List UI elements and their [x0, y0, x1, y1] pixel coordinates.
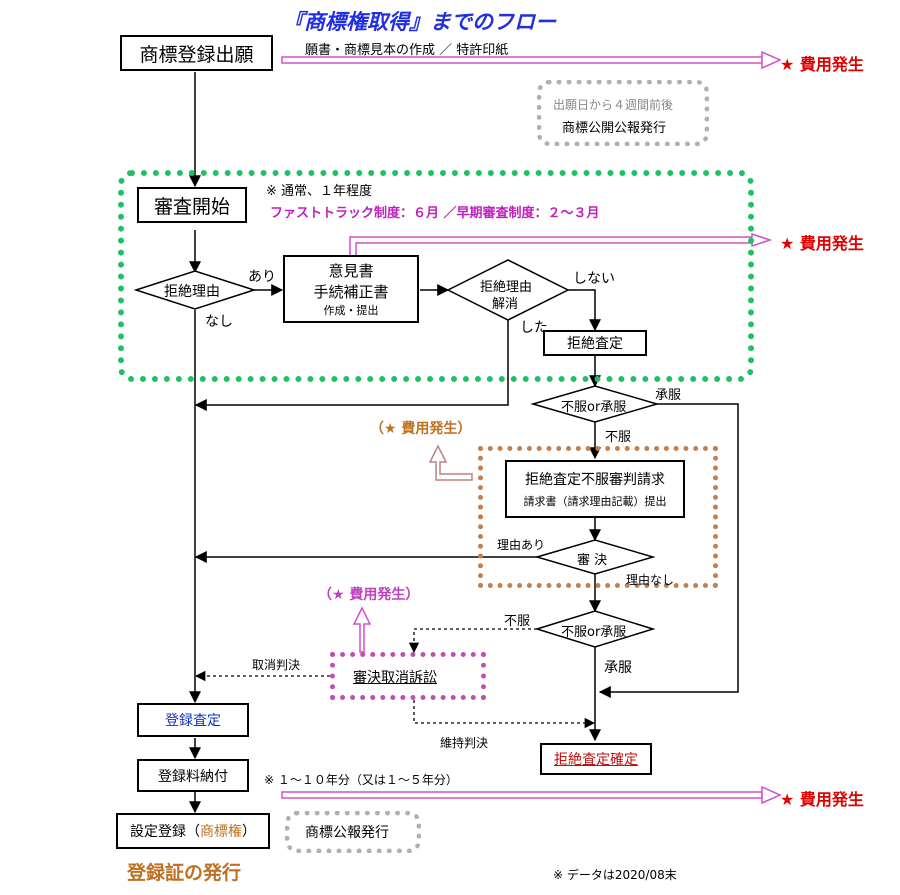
appeal-diamond2-label: 不服or承服 [561, 625, 627, 640]
examination-start-box: 審査開始 [137, 187, 247, 223]
page-title: 『商標権取得』までのフロー [283, 10, 556, 34]
lawsuit-label: 審決取消訴訟 [353, 670, 437, 686]
appeal-diamond1-label: 不服or承服 [561, 400, 627, 415]
application-docs: 願書・商標見本の作成 ／ 特許印紙 [305, 43, 509, 58]
registration-fee-box: 登録料納付 [137, 759, 249, 792]
lawsuit-torikeshi-label: 取消判決 [252, 658, 301, 672]
gazette-frame [285, 811, 421, 853]
appeal-fufuku2-label: 不服 [504, 614, 531, 629]
appeal-riyuu-nashi-label: 理由なし [626, 573, 675, 587]
publication-line2: 商標公開公報発行 [562, 121, 667, 136]
registration-fee-label: 登録料納付 [158, 768, 228, 785]
certificate-label: 登録証の発行 [127, 862, 242, 884]
registration-fee-cost: ★ 費用発生 [780, 790, 864, 809]
opinion-line3: 作成・提出 [323, 304, 379, 317]
registration-fee-note: ※ １～１０年分（又は１～５年分） [264, 773, 458, 787]
cost-arrow-appeal [428, 444, 473, 481]
appeal-riyuu-ari-label: 理由あり [497, 538, 546, 552]
set-registration-right: 商標権 [200, 824, 242, 840]
resolved-shita-label: した [520, 320, 548, 336]
set-registration-box: 設定登録（商標権） [116, 813, 270, 849]
application-label: 商標登録出願 [139, 43, 254, 66]
final-refusal-label: 拒絶査定確定 [554, 752, 638, 768]
appeal-frame [478, 446, 718, 588]
footnote: ※ データは2020/08末 [553, 868, 677, 882]
appeal-request-line2: 請求書（請求理由記載）提出 [523, 495, 667, 508]
resolved-shinai-label: しない [573, 271, 615, 287]
cost-arrow-registration [281, 785, 782, 805]
cost-arrow-application [281, 50, 782, 70]
appeal-fufuku1-label: 不服 [605, 430, 632, 445]
application-cost: ★ 費用発生 [780, 55, 864, 74]
refusal-label: 拒絶査定 [567, 336, 623, 352]
final-refusal-box: 拒絶査定確定 [540, 743, 652, 775]
examination-note: ※ 通常、１年程度 [266, 184, 373, 199]
examination-fasttrack: ファストトラック制度：６月 ／早期審査制度：２～３月 [270, 206, 600, 221]
appeal-request-line1: 拒絶査定不服審判請求 [525, 472, 665, 488]
resolved-line1: 拒絶理由 [480, 280, 533, 295]
registration-decision-box: 登録査定 [137, 703, 249, 737]
appeal-shoufuku1-label: 承服 [655, 388, 682, 403]
set-registration-prefix: 設定登録（ [130, 824, 200, 840]
set-registration-text: 設定登録（商標権） [130, 821, 256, 841]
cost-arrow-lawsuit [352, 606, 372, 653]
appeal-request-box: 拒絶査定不服審判請求 請求書（請求理由記載）提出 [505, 460, 685, 518]
opinion-line2: 手続補正書 [313, 283, 389, 301]
examination-frame [118, 170, 754, 382]
appeal-shoufuku2-label: 承服 [604, 660, 632, 676]
set-registration-suffix: ） [242, 824, 256, 840]
opinion-box: 意見書 手続補正書 作成・提出 [283, 255, 419, 323]
opinion-line1: 意見書 [328, 262, 374, 280]
examination-cost: ★ 費用発生 [780, 234, 864, 253]
lawsuit-frame [330, 652, 486, 700]
registration-decision-label: 登録査定 [165, 713, 221, 729]
lawsuit-cost: （★ 費用発生） [318, 587, 420, 603]
lawsuit-iji-label: 維持判決 [440, 736, 489, 750]
application-box: 商標登録出願 [120, 35, 273, 71]
gazette-label: 商標公報発行 [305, 825, 389, 841]
reason-nashi-label: なし [205, 314, 233, 330]
examination-start-label: 審査開始 [153, 195, 230, 218]
cost-arrow-examination [349, 232, 773, 263]
publication-line1: 出願日から４週間前後 [553, 98, 674, 112]
publication-frame [537, 80, 709, 146]
appeal-cost: （★ 費用発生） [370, 421, 472, 437]
appeal-decision-label: 審 決 [577, 553, 608, 568]
refusal-box: 拒絶査定 [543, 330, 647, 356]
reason-ari-label: あり [248, 269, 276, 285]
reason-diamond-label: 拒絶理由 [164, 284, 220, 300]
resolved-line2: 解消 [492, 297, 519, 312]
